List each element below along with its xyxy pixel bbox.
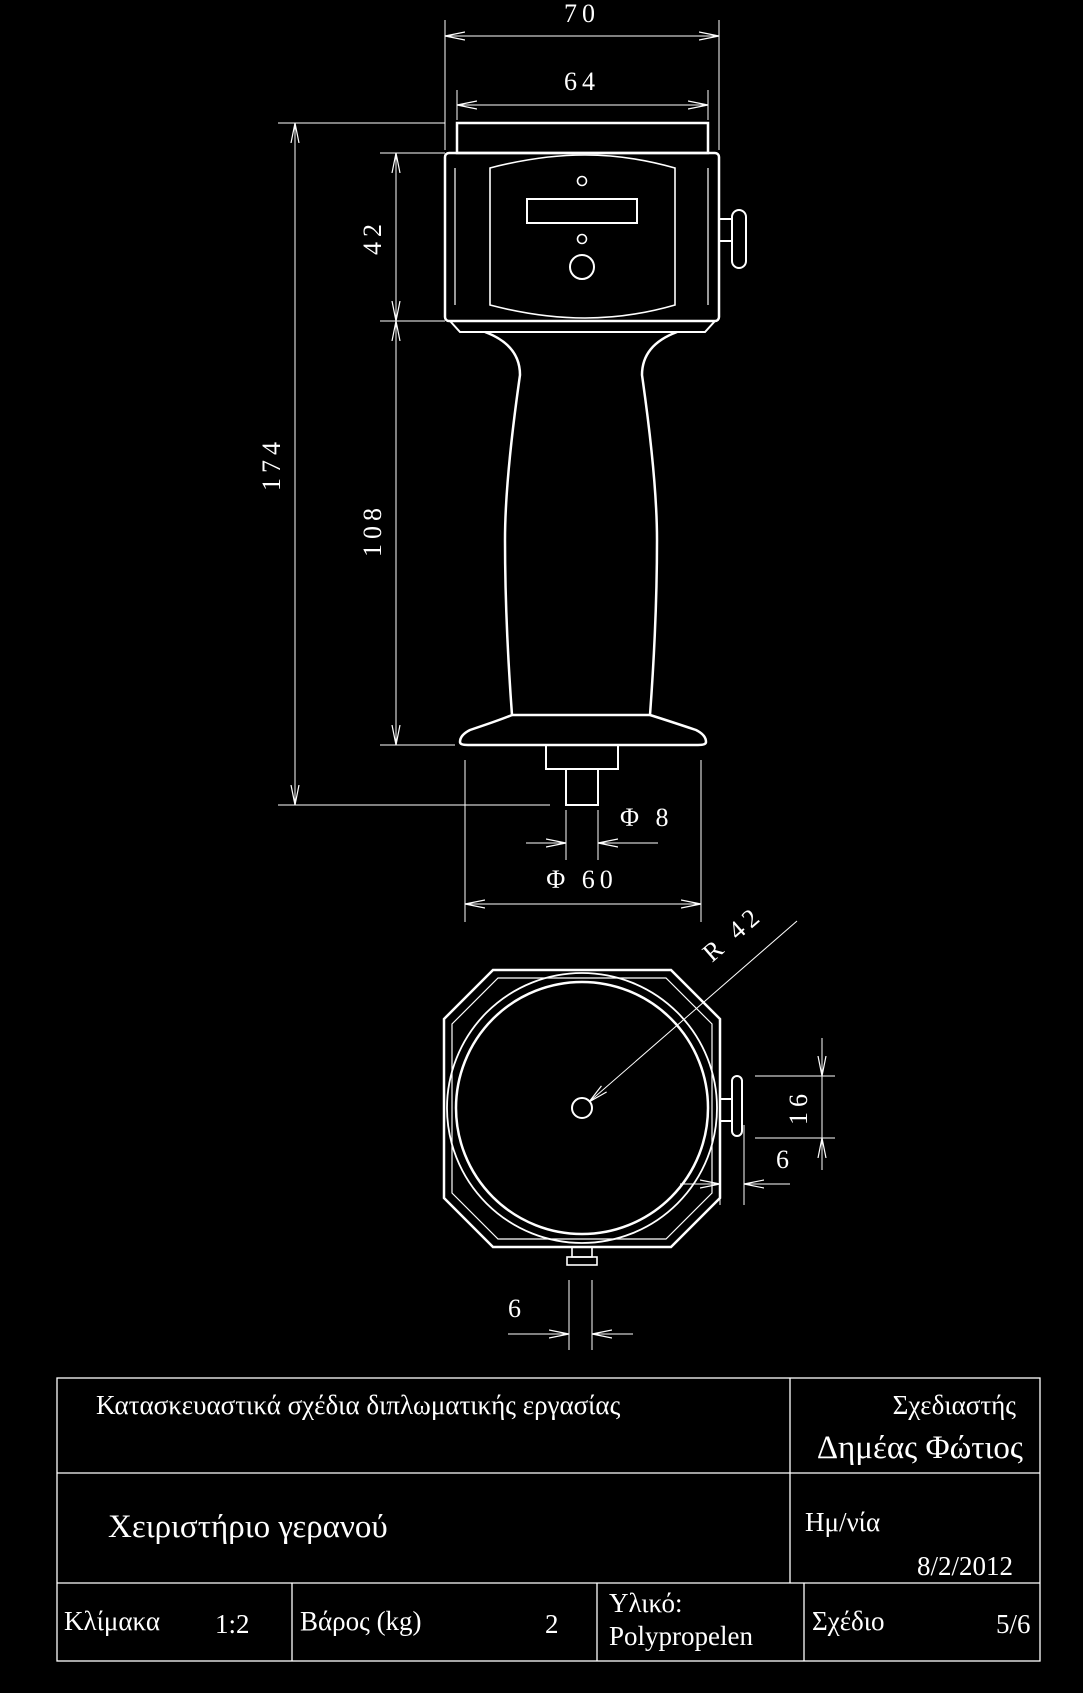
weight-label: Βάρος (kg) xyxy=(300,1606,422,1636)
date-label: Ημ/νία xyxy=(805,1507,880,1537)
project-title: Κατασκευαστικά σχέδια διπλωματικής εργασ… xyxy=(96,1390,621,1420)
dim-grip-length: 108 xyxy=(358,503,387,557)
push-button xyxy=(569,254,595,280)
shaft-nut xyxy=(545,744,619,770)
sheet-label: Σχέδιο xyxy=(812,1606,885,1636)
dim-pin-width: 6 xyxy=(508,1294,526,1323)
dim-top-width: 64 xyxy=(564,67,600,96)
front-dimensions xyxy=(278,20,720,922)
indicator-led-bottom xyxy=(576,233,588,245)
top-cap xyxy=(455,121,710,155)
material-value: Polypropelen xyxy=(609,1621,753,1651)
scale-label: Κλίμακα xyxy=(64,1606,160,1636)
top-dimension-labels: R 42 16 6 6 xyxy=(508,900,813,1323)
top-view xyxy=(442,968,743,1266)
display-window xyxy=(526,198,638,224)
top-view-inner-outline xyxy=(451,977,713,1240)
dim-head-height: 42 xyxy=(358,219,387,255)
head-panel xyxy=(489,154,676,319)
title-block xyxy=(56,1377,1041,1662)
side-knob xyxy=(718,209,747,269)
bottom-flange xyxy=(458,713,708,747)
sheet-value: 5/6 xyxy=(996,1609,1031,1639)
top-view-outer-circle xyxy=(446,972,718,1244)
dim-radius: R 42 xyxy=(697,900,769,968)
dim-overall-height: 174 xyxy=(257,437,286,491)
part-name: Χειριστήριο γερανού xyxy=(108,1509,388,1545)
designer-name: Δημέας Φώτιος xyxy=(817,1430,1023,1466)
top-view-inner-circle xyxy=(454,980,710,1236)
top-view-knob xyxy=(719,1075,743,1137)
scale-value: 1:2 xyxy=(215,1609,250,1639)
dim-knob-offset: 6 xyxy=(776,1145,794,1174)
title-block-text: Κατασκευαστικά σχέδια διπλωματικής εργασ… xyxy=(64,1390,1031,1651)
top-dimensions xyxy=(508,920,835,1350)
indicator-led-top xyxy=(576,175,588,187)
material-label: Υλικό: xyxy=(609,1588,683,1618)
top-view-pin xyxy=(566,1246,598,1266)
shaft xyxy=(565,768,599,806)
top-view-outline xyxy=(442,968,722,1249)
date-value: 8/2/2012 xyxy=(917,1551,1013,1581)
dim-overall-width: 70 xyxy=(564,0,600,28)
head-body xyxy=(443,151,721,323)
weight-value: 2 xyxy=(545,1609,559,1639)
dim-flange-diameter: Φ 60 xyxy=(546,865,618,894)
dim-knob-height: 16 xyxy=(784,1089,813,1125)
top-view-center-hole xyxy=(571,1097,593,1119)
dim-shaft-diameter: Φ 8 xyxy=(620,803,674,832)
front-view xyxy=(443,121,747,806)
handle-grip xyxy=(484,330,678,717)
designer-label: Σχεδιαστής xyxy=(893,1390,1017,1420)
front-dimension-labels: 70 64 174 42 108 Φ 8 Φ 60 xyxy=(257,0,674,894)
